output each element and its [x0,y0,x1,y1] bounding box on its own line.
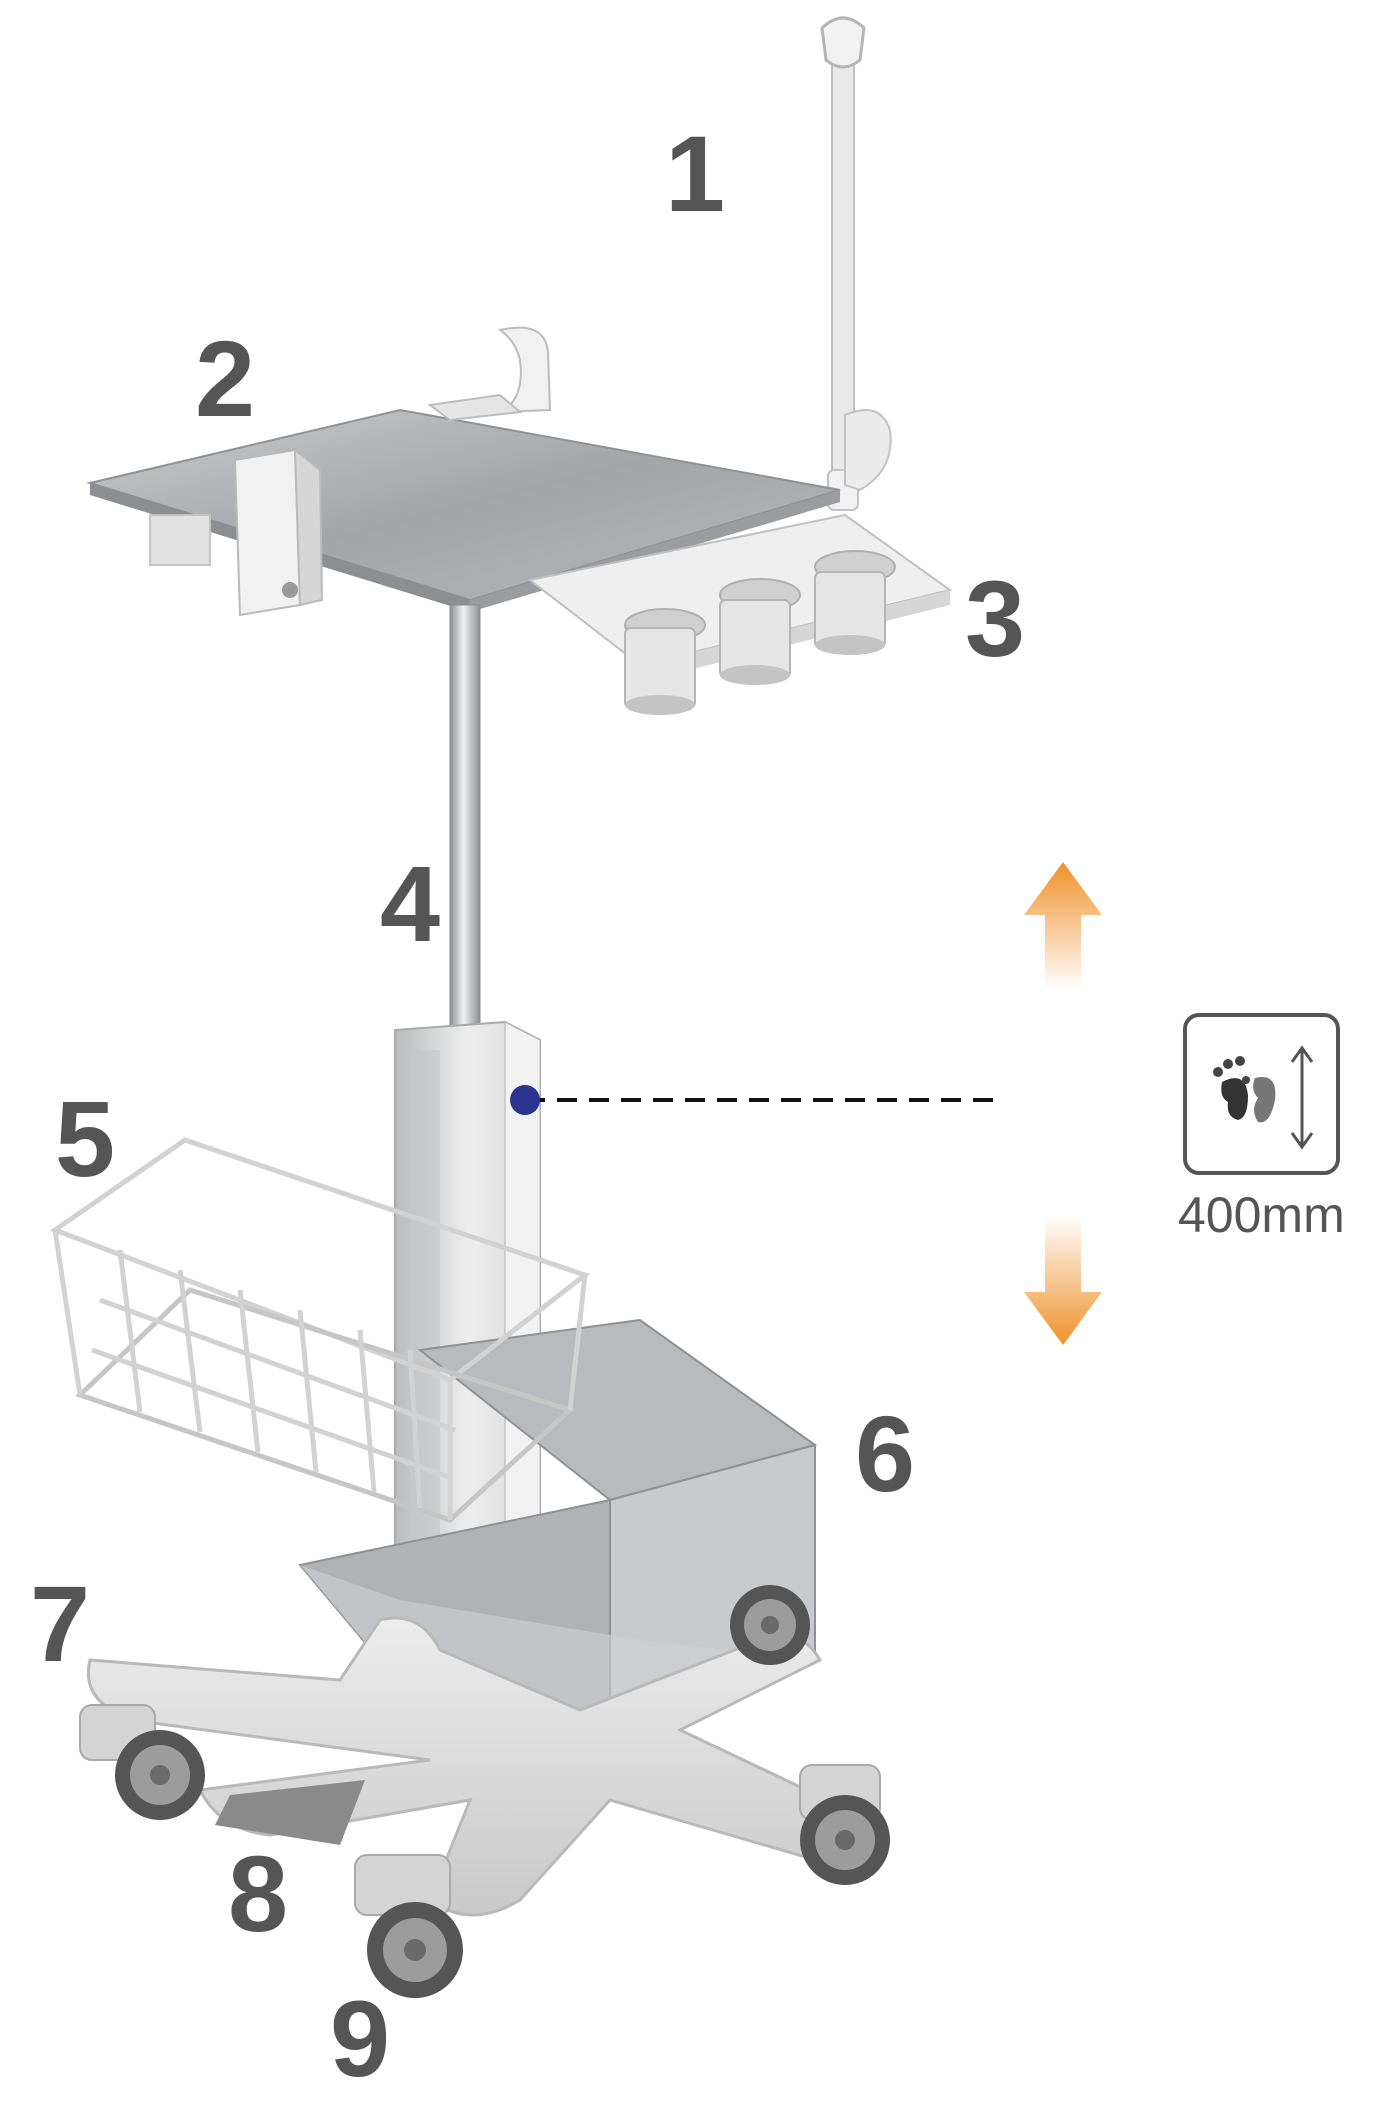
arrow-down-icon [1024,1215,1102,1345]
callout-4: 4 [380,843,441,964]
telescopic-pole [449,604,481,1036]
callout-6: 6 [855,1393,916,1514]
casters [79,1585,890,1998]
caster-rear [730,1585,810,1665]
callout-8: 8 [228,1833,289,1954]
cable-hook-pole [820,16,866,511]
callout-3: 3 [965,558,1026,679]
caster-right [799,1764,890,1885]
lift-column [394,1020,541,1614]
back-clip-base [427,393,523,422]
probe-cup-2 [719,578,801,685]
back-clip [497,326,552,413]
probe-cup-3 [814,550,896,655]
arrow-up-icon [1024,862,1102,990]
leader-dot [510,1085,540,1115]
foot-pedal-icon [1183,1013,1340,1175]
callout-9: 9 [330,1978,391,2099]
callout-1: 1 [665,113,726,234]
probe-holder-rack [527,513,953,715]
wire-basket [49,1137,591,1523]
caster-front-left [79,1704,205,1820]
caster-front [354,1854,463,1998]
foot-pedal [215,1780,365,1845]
height-adjustment-label: 400mm [1178,1187,1345,1243]
probe-cup-1 [624,608,706,715]
callout-5: 5 [55,1078,116,1199]
front-clamp [149,447,324,617]
side-holder [844,409,892,492]
callout-2: 2 [195,318,256,439]
callout-7: 7 [30,1563,91,1684]
five-star-base [86,1616,879,1917]
